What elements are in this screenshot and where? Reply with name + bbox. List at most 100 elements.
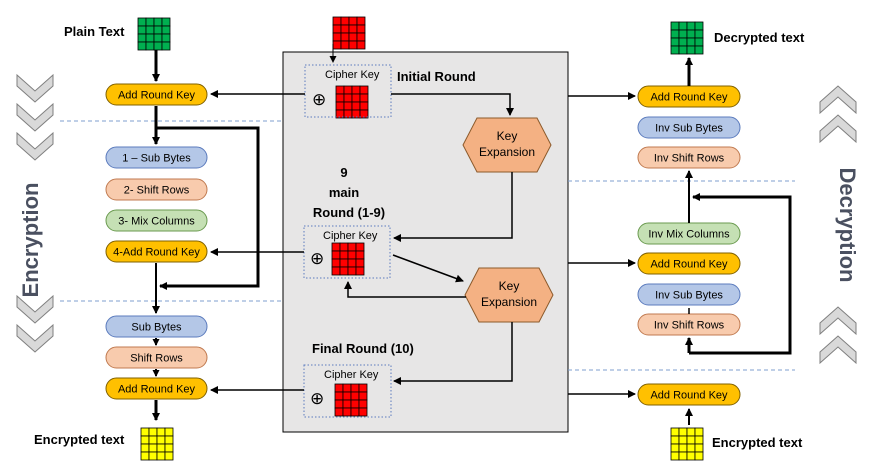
grid-cell: [145, 33, 155, 43]
left-sub-bytes-final: Sub Bytes: [105, 315, 208, 338]
grid-cell: [350, 399, 360, 409]
grid-cell: [358, 399, 368, 409]
grid-cell: [356, 40, 366, 50]
grid-cell: [694, 443, 704, 453]
grid-cell: [342, 407, 352, 417]
grid-cell: [670, 451, 680, 461]
key-expansion-1-line2: Expansion: [479, 145, 535, 159]
right-inv-sub-bytes-mid: Inv Sub Bytes: [637, 283, 741, 306]
grid-cell: [359, 85, 369, 95]
grid-cell: [156, 451, 166, 461]
grid-cell: [355, 250, 365, 260]
grid-cell: [164, 451, 174, 461]
grid-cell: [342, 391, 352, 401]
right-add-round-key-bottom: Add Round Key: [637, 383, 741, 406]
grid-cell: [153, 25, 163, 35]
grid-cell: [359, 93, 369, 103]
left-shift-rows-2: 2- Shift Rows: [105, 178, 208, 201]
grid-cell: [332, 16, 342, 26]
grid-cell: [686, 29, 696, 39]
svg-text:4-Add Round Key: 4-Add Round Key: [113, 247, 200, 259]
grid-cell: [145, 17, 155, 27]
svg-text:Sub Bytes: Sub Bytes: [131, 322, 182, 334]
grid-cell: [335, 101, 345, 111]
grid-cell: [335, 85, 345, 95]
cipher-key-grid-2: [331, 242, 365, 276]
grid-cell: [670, 435, 680, 445]
grid-cell: [140, 443, 150, 453]
right-add-round-key-top: Add Round Key: [637, 85, 741, 108]
decrypted-text-label: Decrypted text: [714, 30, 805, 45]
key-expansion-1-line1: Key: [497, 129, 518, 143]
grid-cell: [145, 41, 155, 51]
grid-cell: [331, 242, 341, 252]
grid-cell: [164, 435, 174, 445]
grid-cell: [334, 399, 344, 409]
left-add-round-key-4: 4-Add Round Key: [105, 240, 208, 263]
grid-cell: [156, 435, 166, 445]
svg-text:Inv Mix Columns: Inv Mix Columns: [648, 229, 730, 241]
grid-cell: [358, 383, 368, 393]
cipher-key-label-2: Cipher Key: [323, 230, 378, 242]
cipher-key-box-initial: Cipher Key ⊕: [304, 64, 392, 118]
grid-cell: [343, 109, 353, 119]
grid-cell: [694, 29, 704, 39]
grid-cell: [348, 32, 358, 42]
grid-cell: [331, 258, 341, 268]
grid-cell: [342, 399, 352, 409]
grid-cell: [156, 443, 166, 453]
grid-cell: [355, 258, 365, 268]
grid-cell: [153, 41, 163, 51]
svg-text:3- Mix Columns: 3- Mix Columns: [118, 216, 195, 228]
chevrons-left-top: [16, 73, 54, 161]
grid-cell: [355, 242, 365, 252]
key-expansion-2-line2: Expansion: [481, 295, 537, 309]
grid-cell: [334, 383, 344, 393]
grid-cell: [343, 93, 353, 103]
grid-cell: [350, 383, 360, 393]
grid-cell: [339, 250, 349, 260]
grid-cell: [678, 21, 688, 31]
grid-cell: [153, 17, 163, 27]
grid-cell: [348, 16, 358, 26]
cipher-key-box-final: Cipher Key ⊕: [303, 364, 392, 418]
grid-cell: [350, 407, 360, 417]
xor-icon: ⊕: [310, 249, 324, 268]
grid-cell: [694, 451, 704, 461]
chevrons-right-top: [819, 85, 857, 144]
cipher-key-label-3: Cipher Key: [324, 369, 379, 381]
svg-text:Add Round Key: Add Round Key: [650, 259, 728, 271]
grid-cell: [332, 40, 342, 50]
grid-cell: [347, 250, 357, 260]
grid-cell: [694, 21, 704, 31]
grid-cell: [161, 25, 171, 35]
decryption-label: Decryption: [835, 168, 860, 283]
grid-cell: [694, 435, 704, 445]
grid-cell: [342, 383, 352, 393]
grid-cell: [686, 443, 696, 453]
grid-cell: [355, 266, 365, 276]
grid-cell: [686, 45, 696, 55]
svg-text:Inv Shift Rows: Inv Shift Rows: [654, 320, 725, 332]
grid-cell: [331, 250, 341, 260]
grid-cell: [686, 37, 696, 47]
left-shift-rows-final: Shift Rows: [105, 346, 208, 369]
chevrons-right-bottom: [819, 306, 857, 365]
grid-cell: [356, 24, 366, 34]
grid-cell: [358, 407, 368, 417]
grid-cell: [348, 24, 358, 34]
grid-cell: [164, 443, 174, 453]
plain-text-label: Plain Text: [64, 24, 125, 39]
chevrons-left-bottom: [16, 294, 54, 353]
grid-cell: [670, 29, 680, 39]
round-separators: [60, 120, 795, 371]
svg-text:Inv Sub Bytes: Inv Sub Bytes: [655, 123, 723, 135]
grid-cell: [670, 427, 680, 437]
cipher-key-grid-top: [332, 16, 366, 50]
grid-cell: [351, 101, 361, 111]
grid-cell: [340, 24, 350, 34]
connectors: [152, 44, 792, 425]
grid-cell: [340, 40, 350, 50]
key-expansion-2-line1: Key: [499, 279, 520, 293]
